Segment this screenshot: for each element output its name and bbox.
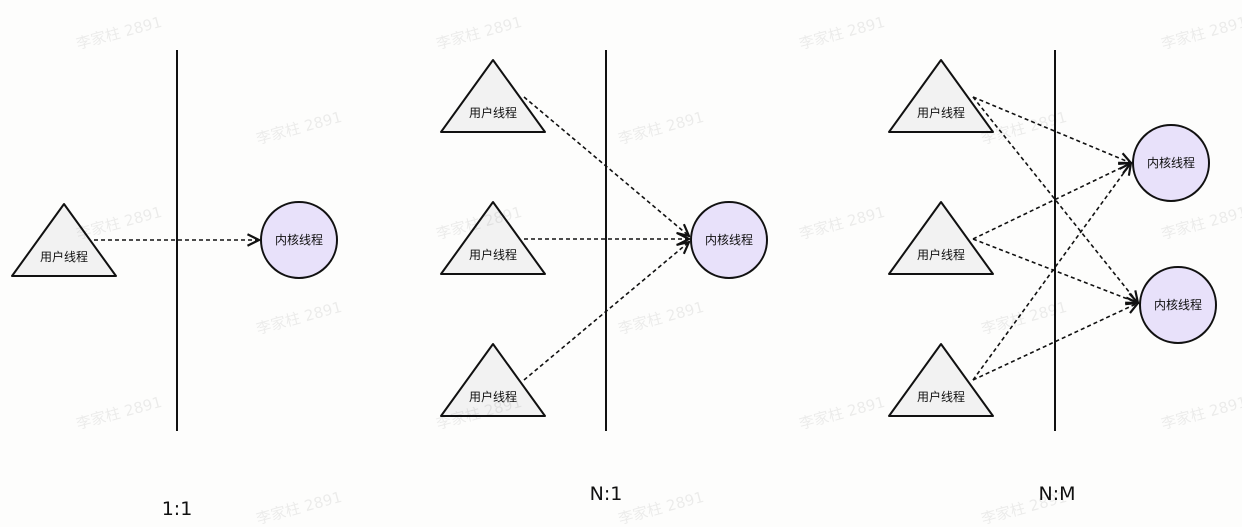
user-thread-label: 用户线程 — [917, 105, 965, 120]
kernel-thread-label: 内核线程 — [705, 232, 753, 247]
user-thread-label: 用户线程 — [469, 389, 517, 404]
kernel-thread-label: 内核线程 — [1154, 297, 1202, 312]
mapping-arrow — [972, 163, 1131, 381]
user-thread-triangle — [440, 343, 546, 417]
user-thread-triangle — [440, 59, 546, 133]
user-thread-label: 用户线程 — [917, 389, 965, 404]
user-thread-triangle — [440, 201, 546, 275]
user-thread-triangle — [11, 203, 117, 277]
mapping-arrow — [523, 96, 689, 236]
mapping-arrow — [972, 96, 1138, 303]
user-thread-label: 用户线程 — [469, 105, 517, 120]
user-thread-triangle — [888, 59, 994, 133]
panel-label: N:1 — [590, 483, 623, 505]
user-thread-triangle — [888, 343, 994, 417]
user-thread-label: 用户线程 — [40, 249, 88, 264]
user-thread-label: 用户线程 — [917, 247, 965, 262]
panel-label: N:M — [1038, 483, 1075, 505]
kernel-thread-label: 内核线程 — [275, 232, 323, 247]
user-thread-triangle — [888, 201, 994, 275]
kernel-thread-label: 内核线程 — [1147, 155, 1195, 170]
user-thread-label: 用户线程 — [469, 247, 517, 262]
panel-label: 1:1 — [162, 498, 193, 520]
mapping-arrow — [972, 303, 1138, 381]
mapping-arrow — [972, 163, 1131, 240]
kernel-thread-circle — [260, 201, 338, 279]
mapping-arrow — [972, 238, 1138, 303]
kernel-thread-circle — [690, 201, 768, 279]
mapping-arrow — [523, 242, 689, 381]
mapping-arrow — [972, 96, 1131, 163]
